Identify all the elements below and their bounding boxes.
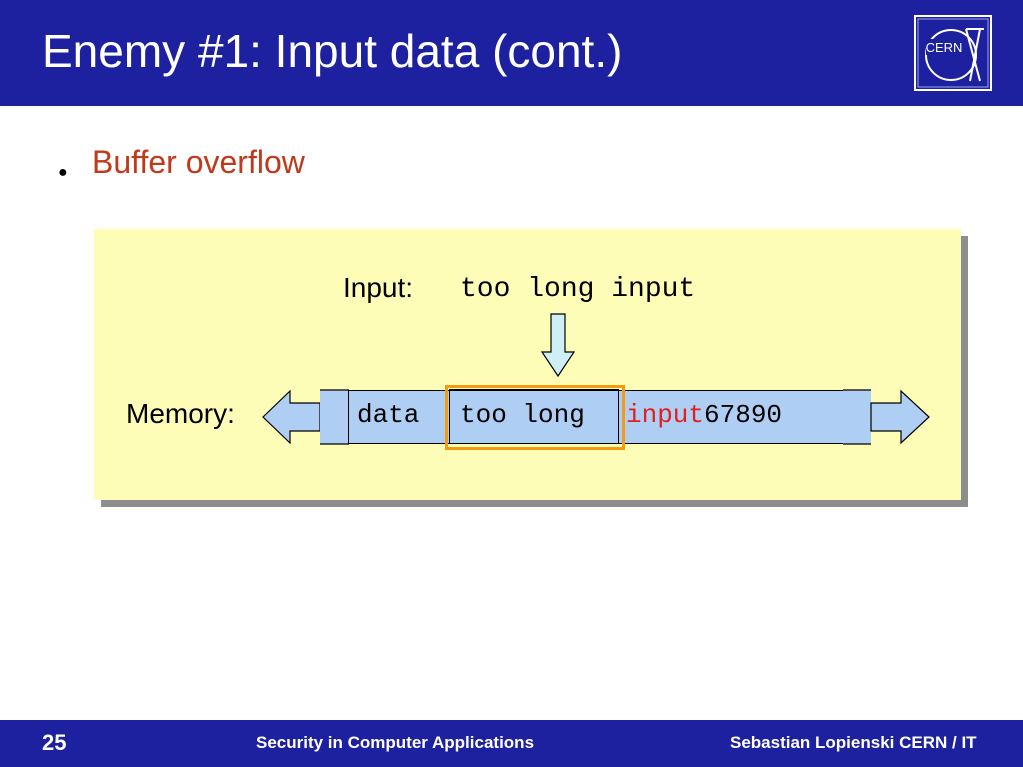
bullet-buffer-overflow: Buffer overflow xyxy=(92,144,305,180)
slide-title: Enemy #1: Input data (cont.) xyxy=(42,25,623,77)
cern-logo-text: CERN xyxy=(926,40,963,55)
overflow-rest-text: 67890 xyxy=(704,400,783,430)
slide-footer xyxy=(0,720,1023,767)
memory-right-arrow-icon xyxy=(843,389,930,445)
input-label: Input: xyxy=(343,272,414,303)
input-value: too long input xyxy=(460,274,696,305)
memory-label: Memory: xyxy=(126,398,235,429)
overflow-red-text: input xyxy=(626,400,705,430)
page-number: 25 xyxy=(42,730,67,755)
footer-course-title: Security in Computer Applications xyxy=(256,733,535,752)
memory-cell-overflow: input67890 xyxy=(626,400,782,430)
memory-cell-buffer: too long xyxy=(460,400,585,430)
footer-author: Sebastian Lopienski CERN / IT xyxy=(730,733,977,752)
diagram-box xyxy=(94,229,961,500)
buffer-cell xyxy=(449,389,619,444)
slide-header xyxy=(0,0,1023,106)
memory-cell-divider xyxy=(348,390,349,444)
buffer-highlight xyxy=(445,385,625,450)
bullet-dot: ● xyxy=(58,164,68,181)
memory-cell-data: data xyxy=(357,400,420,430)
cern-logo: CERN xyxy=(914,15,992,91)
memory-left-arrow-icon xyxy=(262,389,349,445)
down-arrow-icon xyxy=(540,313,576,378)
